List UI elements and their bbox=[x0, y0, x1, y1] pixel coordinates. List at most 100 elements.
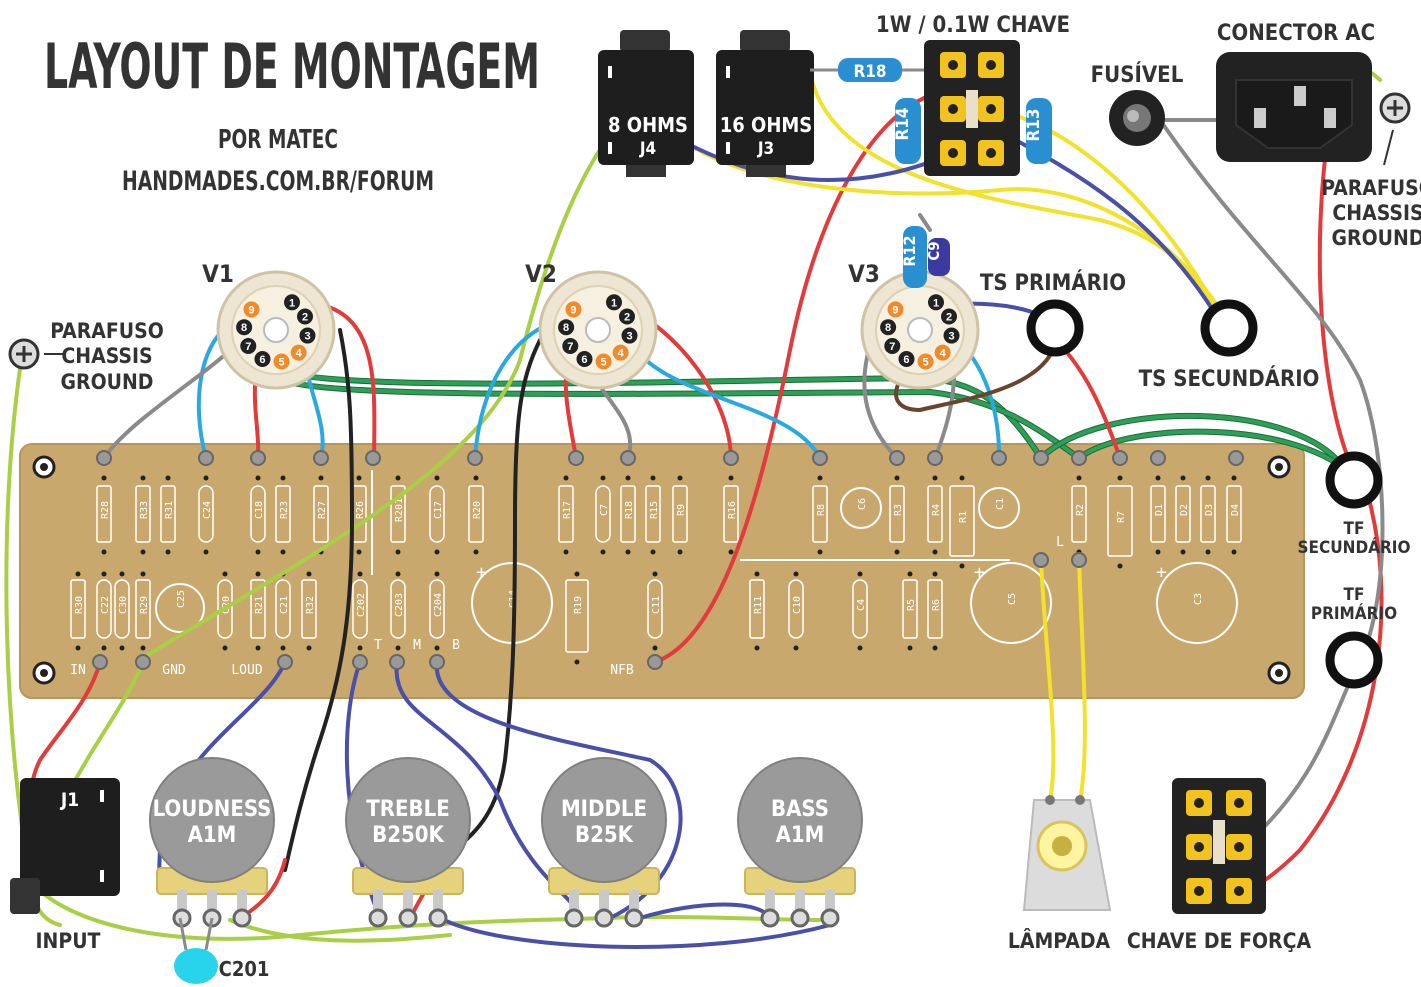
pcb-pad bbox=[1033, 450, 1049, 466]
ground-label: GROUND bbox=[1332, 226, 1421, 250]
svg-text:7: 7 bbox=[245, 341, 251, 353]
pcb-pad bbox=[1071, 552, 1087, 568]
svg-text:C202: C202 bbox=[356, 593, 367, 617]
ground-label: CHASSIS bbox=[1332, 201, 1421, 225]
resistor-r18: R18 bbox=[838, 58, 902, 82]
resistor-r14: R14 bbox=[893, 98, 921, 164]
svg-text:9: 9 bbox=[248, 304, 254, 316]
svg-text:R13: R13 bbox=[1024, 108, 1044, 141]
svg-text:D3: D3 bbox=[1204, 504, 1215, 516]
svg-text:R201: R201 bbox=[394, 498, 405, 522]
pad-label: P2b bbox=[719, 428, 743, 443]
svg-text:C21: C21 bbox=[279, 596, 290, 614]
svg-text:R21: R21 bbox=[254, 596, 265, 614]
pad-label: IN bbox=[70, 663, 86, 678]
chassis-ground-screw-right bbox=[1379, 92, 1411, 166]
tf-primary-grommet bbox=[1325, 631, 1383, 689]
pcb-pad bbox=[313, 450, 329, 466]
pcb-pad bbox=[198, 450, 214, 466]
ground-label: CHASSIS bbox=[61, 344, 152, 368]
ts-primary-label: TS PRIMÁRIO bbox=[980, 270, 1126, 296]
pcb-top-pads bbox=[96, 450, 1244, 466]
tube-pin bbox=[565, 301, 582, 318]
svg-text:R6: R6 bbox=[931, 599, 942, 611]
power-switch-label: CHAVE DE FORÇA bbox=[1127, 929, 1312, 953]
resistor-r13: R13 bbox=[1024, 98, 1052, 164]
svg-text:R32: R32 bbox=[305, 596, 316, 614]
svg-text:3: 3 bbox=[948, 331, 954, 343]
pcb-pad bbox=[723, 450, 739, 466]
svg-text:R2: R2 bbox=[1075, 504, 1086, 516]
ac-connector bbox=[1216, 52, 1372, 162]
svg-text:1: 1 bbox=[611, 297, 617, 309]
brown-wire bbox=[894, 343, 1057, 412]
tube-pin bbox=[297, 308, 314, 325]
ground-label: PARAFUSO bbox=[50, 319, 164, 343]
pad-label: L bbox=[1056, 535, 1064, 550]
pot-value: A1M bbox=[776, 823, 825, 848]
svg-text:C25: C25 bbox=[176, 590, 187, 608]
tube-pin bbox=[284, 294, 300, 311]
tube-pin bbox=[236, 319, 253, 336]
tube-pin bbox=[576, 351, 593, 368]
svg-text:R18: R18 bbox=[624, 501, 635, 519]
power-switch bbox=[1172, 778, 1266, 914]
tube-pin bbox=[941, 308, 958, 325]
pad-label: K2a bbox=[463, 428, 486, 443]
tube-pin bbox=[884, 338, 901, 354]
tube-pin bbox=[606, 294, 622, 311]
tube-label-v2: V2 bbox=[525, 260, 557, 288]
tube-pin bbox=[621, 327, 638, 344]
ts-secondary-grommet bbox=[1200, 299, 1258, 357]
svg-text:9: 9 bbox=[892, 304, 898, 316]
pcb-pad bbox=[467, 450, 483, 466]
svg-text:R7: R7 bbox=[1116, 511, 1127, 523]
ground-wire bbox=[4, 353, 612, 941]
tube-pin bbox=[254, 351, 271, 368]
svg-text:R30: R30 bbox=[74, 596, 85, 614]
svg-text:7: 7 bbox=[889, 341, 895, 353]
tube-pin bbox=[898, 351, 915, 368]
ts-secondary-label: TS SECUNDÁRIO bbox=[1139, 366, 1320, 392]
pcb-pad bbox=[647, 654, 663, 670]
svg-text:R14: R14 bbox=[893, 107, 913, 140]
svg-text:R15: R15 bbox=[649, 501, 660, 519]
author-label: POR MATEC bbox=[218, 125, 338, 155]
pcb-pad bbox=[889, 450, 905, 466]
pcb-pad bbox=[1071, 450, 1087, 466]
svg-text:1: 1 bbox=[289, 297, 295, 309]
tf-secondary-label: SECUNDÁRIO bbox=[1298, 536, 1411, 558]
svg-text:R27: R27 bbox=[317, 501, 328, 519]
svg-text:R8: R8 bbox=[816, 504, 827, 516]
tube-pin bbox=[562, 338, 579, 354]
lamp-label: LÂMPADA bbox=[1008, 928, 1111, 953]
svg-text:C22: C22 bbox=[100, 596, 111, 614]
svg-text:R19: R19 bbox=[573, 596, 584, 614]
svg-text:4: 4 bbox=[296, 348, 303, 360]
switch-label: 1W / 0.1W CHAVE bbox=[876, 13, 1070, 38]
svg-text:+: + bbox=[1156, 562, 1167, 583]
tube-pin bbox=[619, 308, 636, 325]
svg-text:R29: R29 bbox=[139, 596, 150, 614]
tf-secondary-label: TF bbox=[1344, 519, 1365, 539]
tube-pin bbox=[290, 344, 307, 361]
svg-text:1: 1 bbox=[933, 297, 939, 309]
pot-name: BASS bbox=[771, 797, 829, 822]
svg-text:R9: R9 bbox=[676, 504, 687, 516]
pcb-pad bbox=[927, 450, 943, 466]
svg-text:C5: C5 bbox=[1007, 593, 1018, 605]
tube-pin bbox=[943, 327, 960, 344]
svg-text:8: 8 bbox=[241, 322, 247, 334]
tube-label-v3: V3 bbox=[848, 260, 880, 288]
svg-text:R18: R18 bbox=[853, 62, 886, 82]
svg-text:C11: C11 bbox=[651, 596, 662, 614]
svg-text:R5: R5 bbox=[906, 599, 917, 611]
svg-text:D2: D2 bbox=[1179, 504, 1190, 516]
svg-text:2: 2 bbox=[624, 311, 630, 323]
svg-text:R3: R3 bbox=[893, 504, 904, 516]
tube-pin bbox=[558, 319, 575, 336]
